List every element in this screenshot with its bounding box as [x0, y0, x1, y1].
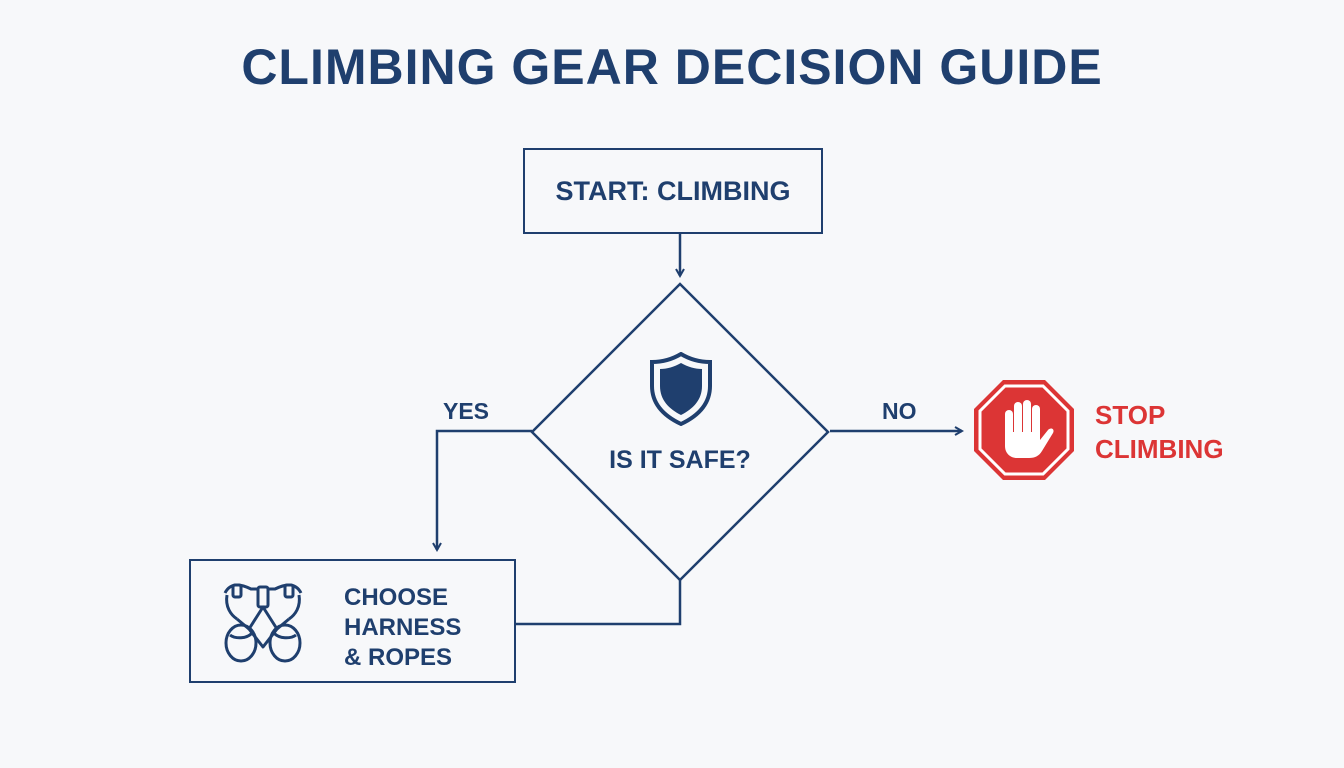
harness-icon: [223, 583, 303, 663]
start-node: START: CLIMBING: [523, 148, 823, 234]
page-title: CLIMBING GEAR DECISION GUIDE: [241, 39, 1103, 95]
choose-label-line2: HARNESS: [344, 614, 462, 641]
stop-label-line1: STOP: [1095, 400, 1166, 430]
connector-decision-to-choose: [516, 580, 682, 626]
choose-label-line1: CHOOSE: [344, 584, 449, 611]
choose-harness-node: CHOOSE HARNESS & ROPES: [189, 559, 516, 683]
stop-hand-icon: [974, 380, 1074, 480]
yes-branch-label: YES: [443, 398, 490, 424]
choose-label-line3: & ROPES: [344, 644, 453, 671]
decision-question: IS IT SAFE?: [609, 446, 751, 474]
arrow-yes-branch: [437, 429, 532, 550]
shield-icon: [650, 352, 712, 426]
stop-label-line2: CLIMBING: [1095, 434, 1224, 464]
no-branch-label: NO: [882, 398, 917, 424]
stop-label: STOP CLIMBING: [1095, 398, 1224, 466]
choose-label: CHOOSE HARNESS & ROPES: [344, 583, 461, 673]
decision-diamond: [530, 282, 830, 582]
start-node-label: START: CLIMBING: [555, 175, 791, 206]
